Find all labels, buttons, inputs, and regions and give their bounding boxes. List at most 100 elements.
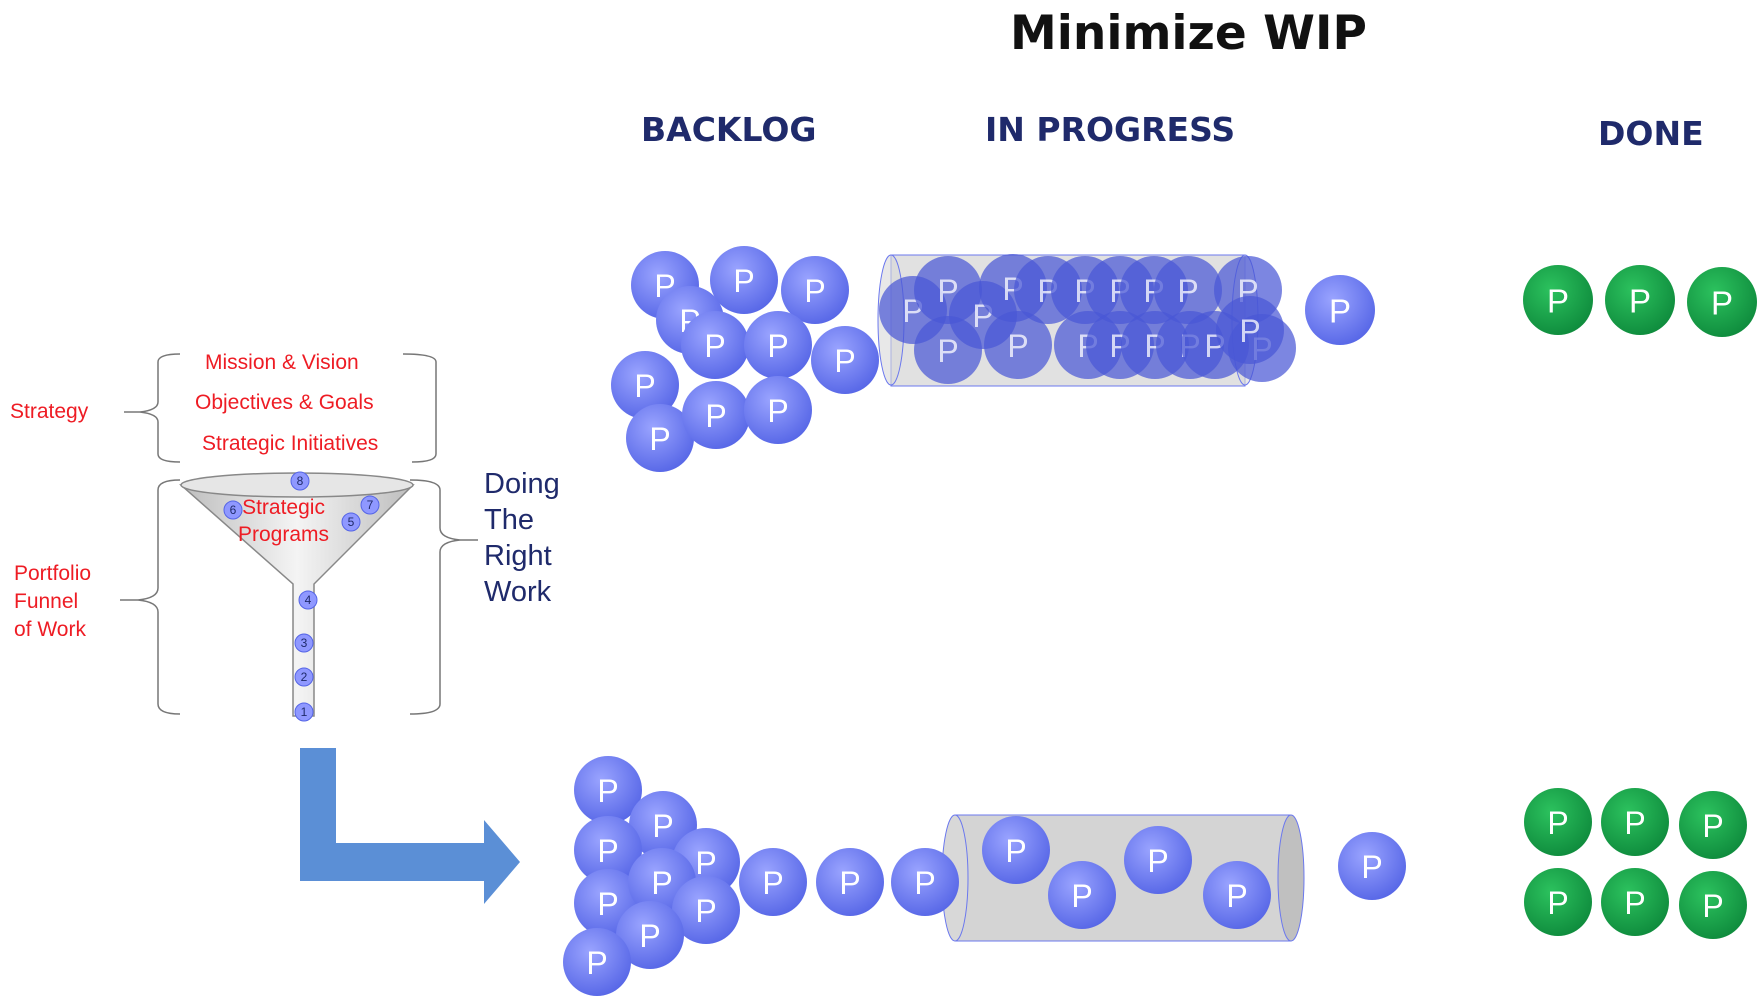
token-letter: P — [586, 945, 607, 981]
funnel-number-token: 6 — [223, 500, 243, 520]
wip-token: P — [1154, 256, 1222, 324]
token-letter: P — [762, 865, 783, 901]
token-letter: P — [834, 343, 855, 379]
backlog-token: P — [574, 756, 642, 824]
done-token: P — [1601, 788, 1669, 856]
token-letter: P — [767, 393, 788, 429]
token-letter: P — [1711, 285, 1733, 322]
strategic-initiatives-label: Strategic Initiatives — [202, 432, 379, 455]
backlog-token: P — [744, 376, 812, 444]
token-letter: P — [695, 893, 716, 929]
token-letter: P — [705, 398, 726, 434]
token-letter: P — [597, 773, 618, 809]
in-progress-heading: IN PROGRESS — [985, 110, 1236, 149]
wip-token: P — [1203, 861, 1271, 929]
token-letter: P — [1007, 328, 1028, 364]
svg-text:6: 6 — [230, 503, 237, 517]
token-letter: P — [767, 328, 788, 364]
backlog-token: P — [811, 326, 879, 394]
flow-arrow — [300, 748, 520, 904]
funnel-number-token: 4 — [298, 590, 318, 610]
backlog-queue-token: P — [891, 848, 959, 916]
done-heading: DONE — [1598, 114, 1704, 153]
token-letter: P — [1239, 313, 1260, 349]
backlog-token: P — [781, 256, 849, 324]
token-letter: P — [1702, 808, 1723, 844]
backlog-token: P — [710, 246, 778, 314]
token-letter: P — [937, 333, 958, 369]
token-letter: P — [1624, 805, 1645, 841]
doing-right-work-label: Doing The Right Work — [484, 468, 560, 608]
token-letter: P — [839, 865, 860, 901]
wip-exit-token: P — [1305, 275, 1375, 345]
token-letter: P — [1226, 878, 1247, 914]
backlog-heading: BACKLOG — [641, 110, 817, 149]
token-letter: P — [652, 808, 673, 844]
wip-token: P — [984, 311, 1052, 379]
done-token: P — [1524, 868, 1592, 936]
wip-token: P — [914, 316, 982, 384]
backlog-token: P — [574, 816, 642, 884]
backlog-token: P — [611, 351, 679, 419]
strategy-brace — [139, 353, 181, 463]
done-token: P — [1679, 791, 1747, 859]
done-token: P — [1679, 871, 1747, 939]
token-letter: P — [1624, 885, 1645, 921]
svg-text:2: 2 — [301, 670, 308, 684]
token-letter: P — [1361, 849, 1382, 885]
wip-token: P — [1048, 861, 1116, 929]
token-letter: P — [1547, 283, 1569, 320]
token-letter: P — [597, 886, 618, 922]
funnel-number-token: 3 — [294, 633, 314, 653]
backlog-token: P — [626, 404, 694, 472]
token-letter: P — [1547, 805, 1568, 841]
svg-text:5: 5 — [348, 515, 355, 529]
done-token: P — [1524, 788, 1592, 856]
funnel-number-token: 8 — [290, 471, 310, 491]
doing-brace — [409, 479, 461, 715]
done-token: P — [1687, 267, 1757, 337]
wip-exit-token: P — [1338, 832, 1406, 900]
token-letter: P — [639, 918, 660, 954]
wip-token: P — [1216, 296, 1284, 364]
wip-token: P — [1124, 826, 1192, 894]
token-letter: P — [733, 263, 754, 299]
token-letter: P — [1329, 293, 1351, 330]
svg-text:8: 8 — [297, 474, 304, 488]
strategy-label: Strategy — [10, 400, 89, 423]
mission-vision-label: Mission & Vision — [205, 351, 359, 374]
backlog-token: P — [681, 311, 749, 379]
funnel-number-token: 2 — [294, 667, 314, 687]
page-title: Minimize WIP — [1010, 6, 1367, 61]
token-letter: P — [804, 273, 825, 309]
token-letter: P — [597, 833, 618, 869]
backlog-queue-token: P — [816, 848, 884, 916]
strategic-programs-label: Strategic Programs — [238, 496, 330, 546]
objectives-goals-label: Objectives & Goals — [195, 391, 374, 414]
portfolio-funnel-label: Portfolio Funnel of Work — [14, 562, 92, 641]
backlog-token: P — [563, 928, 631, 996]
token-letter: P — [914, 865, 935, 901]
funnel-number-token: 1 — [294, 702, 314, 722]
wip-token: P — [982, 816, 1050, 884]
svg-text:7: 7 — [367, 498, 374, 512]
done-token: P — [1523, 265, 1593, 335]
token-letter: P — [1147, 843, 1168, 879]
funnel-number-token: 5 — [341, 512, 361, 532]
svg-text:1: 1 — [301, 705, 308, 719]
token-letter: P — [649, 421, 670, 457]
token-letter: P — [704, 328, 725, 364]
backlog-queue-token: P — [739, 848, 807, 916]
portfolio-brace — [137, 479, 181, 715]
token-letter: P — [1071, 878, 1092, 914]
strategy-brace-right — [402, 353, 437, 463]
backlog-token: P — [616, 901, 684, 969]
backlog-token: P — [744, 311, 812, 379]
token-letter: P — [1547, 885, 1568, 921]
token-letter: P — [1629, 283, 1651, 320]
token-letter: P — [1005, 833, 1026, 869]
backlog-token: P — [672, 876, 740, 944]
token-letter: P — [1177, 273, 1198, 309]
backlog-token: P — [682, 381, 750, 449]
